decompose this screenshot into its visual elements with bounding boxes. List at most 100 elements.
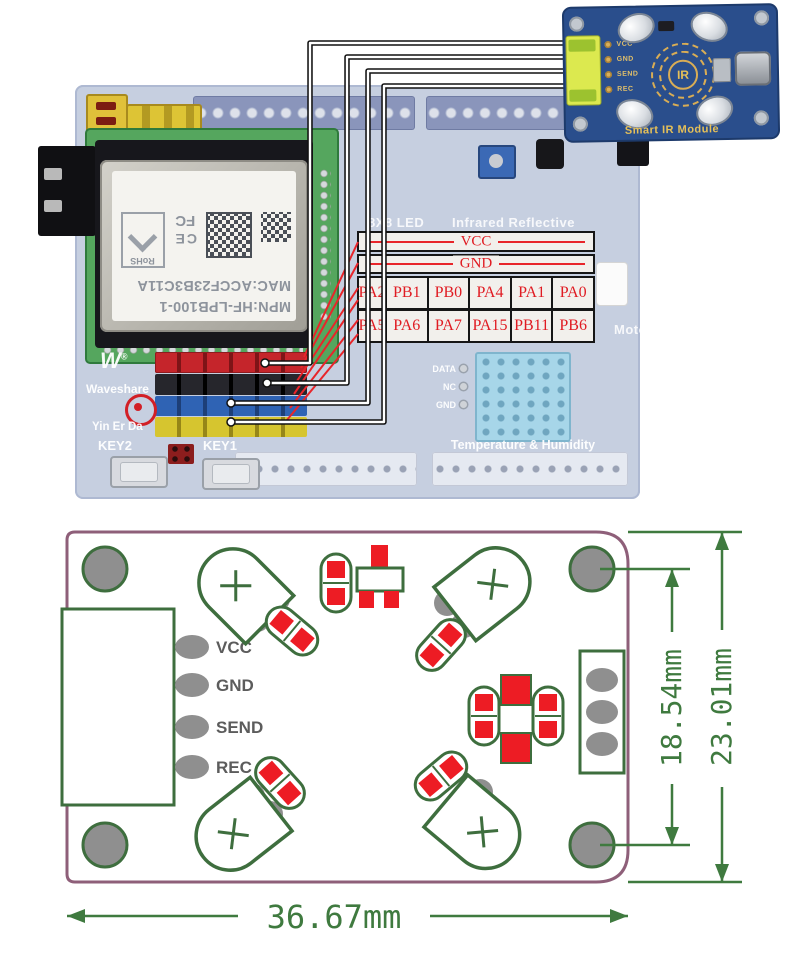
ir-pin-label-send: SEND [616, 70, 639, 78]
dht-pin [460, 401, 467, 408]
smd-pad [500, 674, 532, 706]
pin-cell: PA1 [509, 276, 554, 310]
dht-pin [460, 383, 467, 390]
ir-pin-label-vcc: VCC [616, 40, 633, 48]
mount-hole [569, 16, 585, 32]
key2-label: KEY2 [98, 438, 132, 453]
jumper-2x2 [168, 444, 194, 464]
key2-button[interactable] [110, 456, 168, 488]
pin-cell: PA5 [357, 309, 387, 343]
pin-cell: PA6 [385, 309, 429, 343]
trimpot-screw [489, 154, 503, 168]
digital-header-strip-left [193, 96, 415, 130]
jumper-row-red [155, 352, 307, 373]
waveshare-logo-icon: W® [100, 348, 128, 373]
pin-cell: PA2 [357, 276, 387, 310]
smart-ir-module-photo: VCC GND SEND REC IR Smart IR Module [561, 3, 781, 143]
dht-label-data: DATA [432, 364, 456, 374]
dim-hole-span-label: 18.54mm [655, 649, 688, 767]
table-row-vcc: VCC [357, 231, 595, 252]
wifi-module-label: MPN:HF-LPB100-1 MAC:ACCF23B3C11A CE FC R… [112, 171, 296, 321]
resistor-footprint [531, 685, 565, 747]
table-row-rec-pins: PA5 PA6 PA7 PA15 PB11 PB6 [357, 309, 595, 343]
pin-cell: PB1 [385, 276, 429, 310]
pin-pads [175, 635, 209, 779]
pin-cell: PA7 [426, 309, 471, 343]
pin-hole-column [319, 168, 331, 320]
ir-module-connector [565, 35, 602, 106]
pin-cell: PB6 [551, 309, 595, 343]
mounting-holes [81, 545, 616, 869]
ir-led [689, 9, 730, 45]
key1-button[interactable] [202, 458, 260, 490]
ir-receiver-can [734, 51, 772, 86]
smd-component [712, 57, 732, 83]
qr-code-large [206, 212, 252, 258]
yin-er-da-logo-icon [125, 394, 157, 426]
fcc-mark: FC [175, 212, 196, 229]
connector-footprint [60, 607, 176, 807]
jumper-row-blue [155, 396, 307, 416]
qr-code-small [261, 212, 291, 242]
dim-height-label: 23.01mm [705, 648, 738, 766]
vcc-label: VCC [359, 233, 593, 249]
table-row-send-pins: PA2 PB1 PB0 PA4 PA1 PA0 [357, 276, 595, 310]
pin-pad [605, 86, 613, 94]
pin-pad [604, 71, 613, 79]
ir-pin-label-rec: REC [617, 85, 634, 93]
ce-mark: CE [173, 231, 197, 247]
antenna-tab [38, 146, 96, 236]
jumper-row-black [155, 374, 307, 395]
silkscreen-motor: Motor [614, 322, 653, 337]
dht-label-gnd: GND [436, 400, 456, 410]
pin-cell: PA15 [468, 309, 512, 343]
pad-label-gnd: GND [216, 676, 254, 695]
mount-hole [753, 10, 770, 26]
pad-label-rec: REC [216, 758, 252, 777]
antenna-pad [44, 168, 62, 180]
smd-transistor [658, 20, 675, 32]
rohs-chevron-icon [127, 222, 158, 253]
ir-module-title: Smart IR Module [624, 123, 720, 137]
transistor-pad [371, 545, 388, 568]
ir-pin-label-gnd: GND [616, 55, 634, 63]
pin-cell: PA4 [468, 276, 512, 310]
jumper-slot [96, 102, 116, 110]
pin-cell: PB11 [509, 309, 554, 343]
receiver-pads [586, 668, 618, 756]
ir-logo-icon: IR [650, 42, 716, 108]
waveshare-brand-text: Waveshare [86, 382, 149, 396]
resistor-footprint [467, 685, 501, 747]
silkscreen-8x8-led: 8X8 LED [368, 215, 425, 230]
connector-key [569, 89, 597, 102]
wifi-mpn-text: MPN:HF-LPB100-1 [159, 298, 291, 314]
dht-pin [460, 365, 467, 372]
pin-cell: PA0 [551, 276, 595, 310]
yin-er-da-text: Yin Er Da [92, 421, 143, 433]
transistor-body [355, 566, 405, 593]
transistor-pad [359, 591, 374, 608]
key1-label: KEY1 [203, 438, 237, 453]
transistor-pad [384, 591, 399, 608]
white-connector-tab [596, 262, 628, 306]
dht-label-nc: NC [443, 382, 456, 392]
pin-cell: PB0 [426, 276, 471, 310]
pin-pad [604, 56, 612, 64]
trimpot [478, 145, 516, 179]
ir-receiver-component [536, 139, 564, 169]
gnd-label: GND [359, 255, 593, 272]
connector-key [568, 39, 596, 52]
jumper-row-yellow [155, 417, 307, 437]
dht11-sensor [475, 352, 571, 442]
resistor-footprint [319, 552, 353, 614]
wifi-label-content: MPN:HF-LPB100-1 MAC:ACCF23B3C11A CE FC R… [117, 176, 291, 316]
rohs-mark: RoHS [120, 212, 165, 268]
pin-pad [604, 41, 612, 49]
jumper-slot [96, 117, 116, 125]
wifi-mac-text: MAC:ACCF23B3C11A [137, 277, 291, 293]
smd-pad [500, 732, 532, 764]
pad-label-send: SEND [216, 718, 263, 737]
antenna-pad [44, 200, 62, 212]
power-header-strip [235, 452, 417, 486]
